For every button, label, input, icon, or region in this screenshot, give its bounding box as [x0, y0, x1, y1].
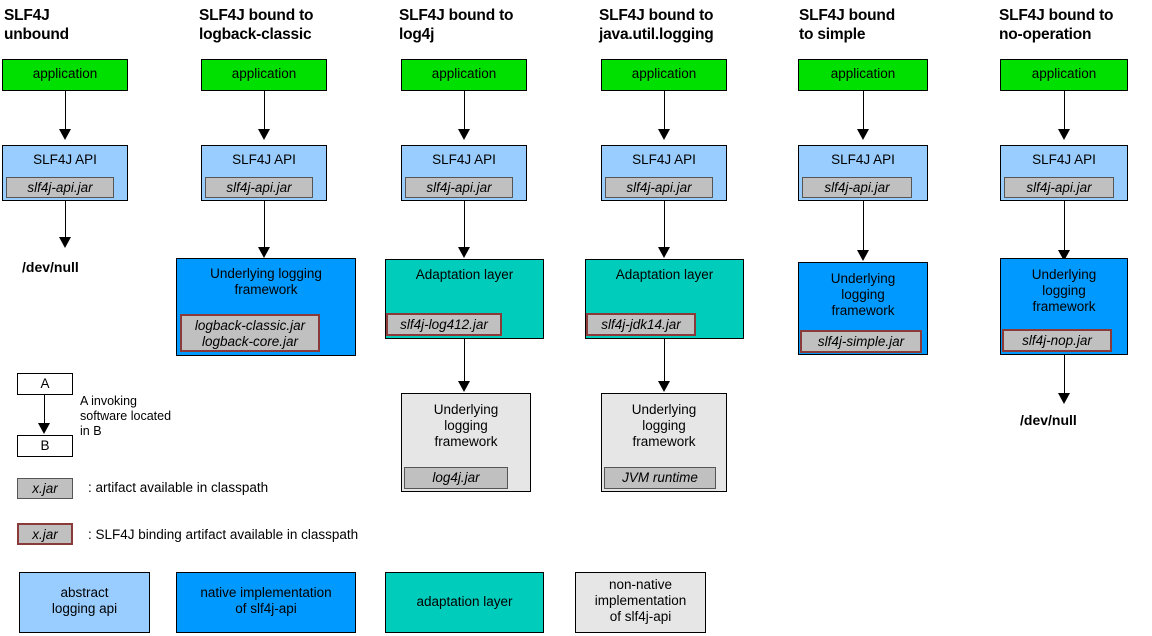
box-adaptation-label: Adaptation layer	[415, 267, 514, 282]
legend-swatch-abstract-logging-api: abstract logging api	[19, 572, 150, 633]
box-framework-label: Underlying logging framework	[210, 266, 322, 297]
arrow-head-api-to-framework-simple	[857, 250, 869, 261]
jar-chip-slf4j-log4j12: slf4j-log412.jar	[386, 313, 502, 336]
legend-jar-binding-text: : SLF4J binding artifact available in cl…	[88, 527, 359, 542]
column-title-java-util-logging: SLF4J bound to java.util.logging	[599, 7, 714, 43]
box-slf4j-api-label: SLF4J API	[232, 152, 296, 167]
legend-box-b: B	[17, 435, 73, 457]
box-framework-label: Underlying logging framework	[830, 271, 896, 318]
box-slf4j-api-label: SLF4J API	[33, 152, 97, 167]
arrow-head-api-to-framework-nop	[1058, 250, 1070, 261]
box-application-nop: application	[1000, 59, 1128, 91]
arrow-head-app-to-api-logback	[258, 129, 270, 140]
arrow-head-api-to-adaptation-log4j	[458, 247, 470, 258]
jar-chip-slf4j-api-jul: slf4j-api.jar	[605, 177, 713, 198]
box-application-label: application	[431, 66, 497, 81]
arrow-head-app-to-api-jul	[658, 129, 670, 140]
box-application-label: application	[830, 66, 896, 81]
legend-box-a-label: A	[40, 376, 50, 391]
arrow-line-adaptation-to-framework-jul	[664, 339, 665, 387]
arrow-line-app-to-api-simple	[863, 91, 864, 135]
box-application-label: application	[1031, 66, 1097, 81]
legend-invocation-note: A invoking software located in B	[80, 394, 172, 438]
box-framework-label: Underlying logging framework	[1031, 267, 1097, 314]
box-application-jul: application	[601, 59, 727, 91]
jar-chip-slf4j-api-unbound: slf4j-api.jar	[6, 177, 114, 198]
arrow-head-api-to-adaptation-jul	[658, 247, 670, 258]
terminal-devnull-nop: /dev/null	[1020, 412, 1077, 428]
box-application-label: application	[32, 66, 98, 81]
jar-chip-slf4j-nop: slf4j-nop.jar	[1002, 329, 1112, 352]
arrow-head-api-to-framework-logback	[258, 247, 270, 258]
jar-chip-slf4j-api-simple: slf4j-api.jar	[802, 177, 912, 198]
jar-chip-slf4j-api-logback: slf4j-api.jar	[205, 177, 313, 198]
arrow-line-api-to-devnull-unbound	[65, 201, 66, 243]
column-title-simple: SLF4J bound to simple	[799, 7, 895, 43]
box-slf4j-api-label: SLF4J API	[632, 152, 696, 167]
arrow-line-api-to-framework-nop	[1064, 201, 1065, 257]
arrow-line-app-to-api-jul	[664, 91, 665, 135]
box-application-log4j: application	[401, 59, 527, 91]
legend-swatch-native-implementation: native implementation of slf4j-api	[176, 572, 356, 633]
arrow-head-api-to-devnull-unbound	[59, 237, 71, 248]
legend-swatch-label: adaptation layer	[416, 594, 513, 609]
jar-chip-slf4j-api-nop: slf4j-api.jar	[1004, 177, 1114, 198]
legend-jar-plain-text: : artifact available in classpath	[88, 480, 269, 495]
box-application-label: application	[231, 66, 297, 81]
legend-swatch-label: native implementation of slf4j-api	[200, 585, 332, 616]
arrow-head-adaptation-to-framework-jul	[658, 381, 670, 392]
legend-swatch-adaptation-layer: adaptation layer	[385, 572, 544, 633]
box-framework-label: Underlying logging framework	[433, 402, 499, 449]
column-title-unbound: SLF4J unbound	[4, 7, 69, 43]
legend-box-b-label: B	[40, 438, 50, 453]
box-adaptation-label: Adaptation layer	[615, 267, 714, 282]
arrow-line-app-to-api-logback	[264, 91, 265, 135]
legend-swatch-label: abstract logging api	[51, 585, 118, 616]
terminal-devnull-unbound: /dev/null	[22, 259, 79, 275]
box-framework-label: Underlying logging framework	[631, 402, 697, 449]
box-slf4j-api-label: SLF4J API	[831, 152, 895, 167]
arrow-head-app-to-api-nop	[1058, 129, 1070, 140]
box-slf4j-api-label: SLF4J API	[1032, 152, 1096, 167]
arrow-line-adaptation-to-framework-log4j	[464, 339, 465, 387]
arrow-line-framework-to-devnull-nop	[1064, 355, 1065, 399]
box-application-logback: application	[201, 59, 327, 91]
jar-chip-jvm-runtime: JVM runtime	[604, 467, 716, 489]
arrow-line-app-to-api-log4j	[464, 91, 465, 135]
box-application-simple: application	[798, 59, 928, 91]
arrow-head-app-to-api-log4j	[458, 129, 470, 140]
arrow-line-api-to-adaptation-jul	[664, 201, 665, 253]
legend-swatch-non-native-implementation: non-native implementation of slf4j-api	[575, 572, 706, 633]
legend-arrow-head-a-to-b	[38, 423, 50, 434]
column-title-logback-classic: SLF4J bound to logback-classic	[199, 7, 314, 43]
jar-chip-slf4j-jdk14: slf4j-jdk14.jar	[586, 313, 696, 336]
box-slf4j-api-label: SLF4J API	[432, 152, 496, 167]
legend-jar-chip-binding: x.jar	[17, 523, 73, 545]
jar-chip-logback-jars: logback-classic.jar logback-core.jar	[180, 314, 320, 352]
legend-swatch-label: non-native implementation of slf4j-api	[594, 577, 687, 624]
arrow-head-adaptation-to-framework-log4j	[458, 381, 470, 392]
arrow-line-api-to-framework-simple	[863, 201, 864, 257]
box-application-unbound: application	[2, 59, 128, 91]
arrow-head-app-to-api-simple	[857, 129, 869, 140]
legend-arrow-line-a-to-b	[44, 395, 45, 429]
arrow-head-app-to-api-unbound	[59, 129, 71, 140]
column-title-log4j: SLF4J bound to log4j	[399, 7, 514, 43]
legend-jar-chip-plain: x.jar	[17, 478, 73, 499]
column-title-no-operation: SLF4J bound to no-operation	[999, 7, 1114, 43]
arrow-line-api-to-framework-logback	[264, 201, 265, 253]
legend-box-a: A	[17, 373, 73, 395]
arrow-line-api-to-adaptation-log4j	[464, 201, 465, 253]
jar-chip-log4j: log4j.jar	[404, 467, 508, 489]
jar-chip-slf4j-simple: slf4j-simple.jar	[800, 330, 922, 353]
arrow-line-app-to-api-nop	[1064, 91, 1065, 135]
box-application-label: application	[631, 66, 697, 81]
jar-chip-slf4j-api-log4j: slf4j-api.jar	[405, 177, 513, 198]
arrow-line-app-to-api-unbound	[65, 91, 66, 135]
arrow-head-framework-to-devnull-nop	[1058, 393, 1070, 404]
